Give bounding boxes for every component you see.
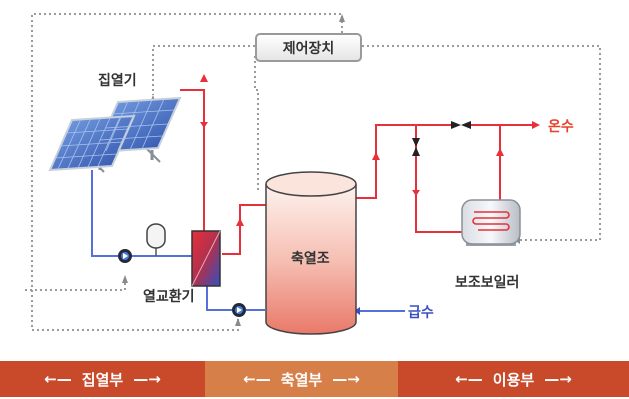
hx-tank-return-pipe	[206, 285, 232, 311]
bypass-pipe	[415, 125, 466, 233]
flow-arrows	[200, 74, 540, 226]
hot-pipes	[180, 89, 532, 255]
hx-outlet-pipe	[222, 204, 266, 255]
control-line-collector	[152, 45, 255, 95]
heat-exchanger-label: 열교환기	[143, 289, 195, 305]
valve-icon	[412, 138, 420, 156]
supply-water-label: 급수	[408, 305, 434, 321]
aux-boiler-icon	[461, 199, 521, 246]
arrow-right-icon: —→	[544, 370, 572, 388]
section-label: 집열부	[81, 370, 124, 389]
arrow-right-icon: —→	[133, 370, 161, 388]
control-line-right	[362, 45, 601, 241]
section-storage: ←— 축열부 —→	[205, 361, 398, 397]
expansion-tank-icon	[146, 223, 166, 256]
system-schematic	[25, 13, 601, 335]
section-usage: ←— 이용부 —→	[398, 361, 629, 397]
control-line-tank	[254, 56, 259, 190]
pump-icon	[118, 249, 132, 263]
collector-supply-pipe	[180, 89, 205, 232]
section-label: 축열부	[280, 370, 323, 389]
control-line-pump	[25, 275, 126, 291]
storage-tank-icon	[265, 171, 357, 335]
storage-tank-label: 축열조	[291, 251, 330, 267]
arrow-left-icon: ←—	[243, 370, 271, 388]
arrow-left-icon: ←—	[455, 370, 483, 388]
solar-collector-icon	[48, 96, 182, 173]
section-bar: ←— 집열부 —→ ←— 축열부 —→ ←— 이용부 —→	[0, 361, 629, 397]
collector-label: 집열기	[98, 73, 137, 89]
supply-arrow	[354, 307, 360, 315]
arrow-right-icon: —→	[332, 370, 360, 388]
controller-box: 제어장치	[255, 33, 362, 62]
collector-return-pipe	[91, 170, 118, 257]
controller-label: 제어장치	[282, 40, 335, 57]
heat-exchanger-icon	[191, 230, 221, 287]
section-collection: ←— 집열부 —→	[0, 361, 205, 397]
section-label: 이용부	[492, 370, 535, 389]
arrow-left-icon: ←—	[44, 370, 72, 388]
valve-icon	[451, 121, 471, 129]
tank-outlet-pipe	[356, 124, 453, 199]
pump-icon	[232, 303, 246, 317]
aux-boiler-label: 보조보일러	[455, 275, 520, 291]
cold-pipes	[91, 170, 405, 312]
hot-water-label: 온수	[548, 119, 574, 135]
